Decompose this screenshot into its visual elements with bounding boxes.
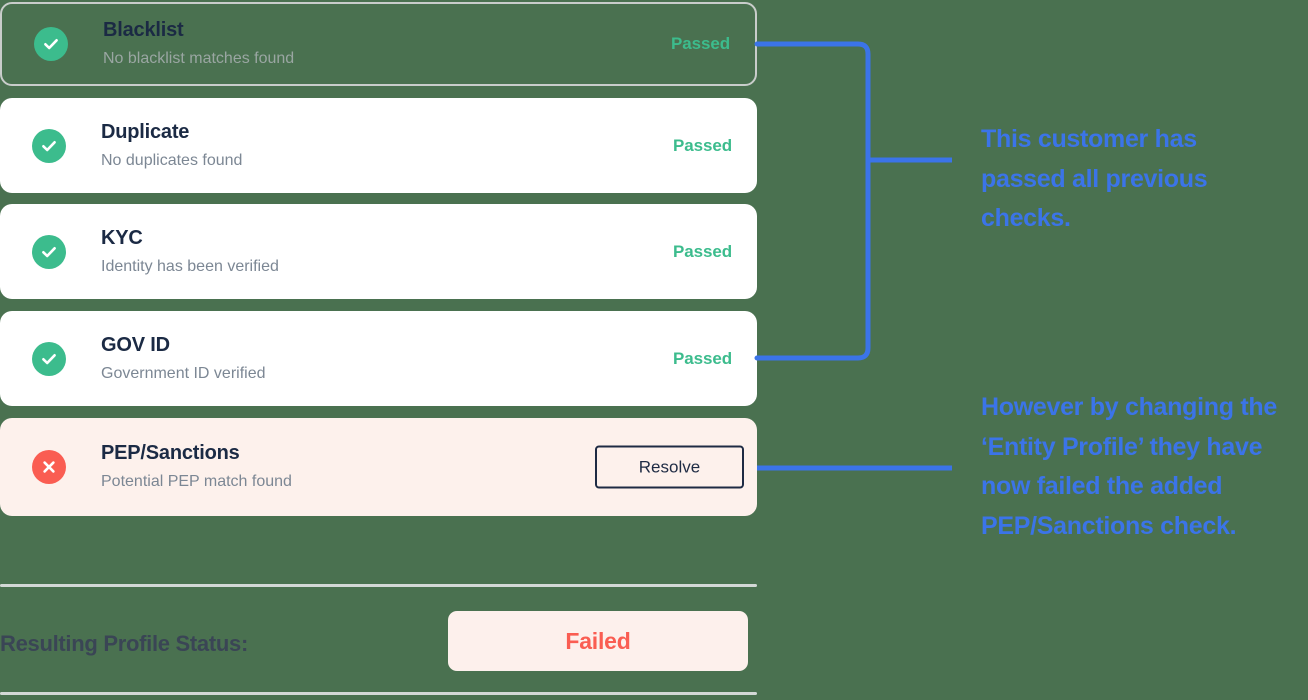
status-badge: Passed <box>673 241 732 261</box>
check-title: PEP/Sanctions <box>101 442 240 465</box>
resolve-button[interactable]: Resolve <box>595 445 744 489</box>
check-subtitle: No blacklist matches found <box>103 50 295 68</box>
check-title: Duplicate <box>101 120 190 143</box>
check-text-group: Blacklist No blacklist matches found <box>103 18 294 70</box>
annotation-passed-checks: This customer has passed all previous ch… <box>981 125 1208 232</box>
footer-divider-top <box>0 584 757 587</box>
check-text-group: Duplicate No duplicates found <box>101 120 242 172</box>
check-circle-icon <box>34 27 68 61</box>
check-title: KYC <box>101 226 143 249</box>
check-card-gov-id[interactable]: GOV ID Government ID verified Passed <box>0 311 757 406</box>
check-subtitle: No duplicates found <box>101 151 243 169</box>
check-circle-icon <box>32 234 66 269</box>
check-circle-icon <box>32 341 66 376</box>
check-subtitle: Potential PEP match found <box>101 473 292 491</box>
status-badge: Passed <box>673 348 732 368</box>
check-card-kyc[interactable]: KYC Identity has been verified Passed <box>0 204 757 299</box>
check-card-pep-sanctions[interactable]: PEP/Sanctions Potential PEP match found … <box>0 418 757 516</box>
bracket-passed-checks <box>754 41 871 361</box>
check-card-blacklist[interactable]: Blacklist No blacklist matches found Pas… <box>0 2 757 86</box>
check-title: Blacklist <box>103 19 184 42</box>
x-circle-icon <box>32 450 66 484</box>
annotation-failed-check: However by changing the ‘Entity Profile’… <box>981 393 1277 540</box>
check-text-group: PEP/Sanctions Potential PEP match found <box>101 441 292 493</box>
check-card-duplicate[interactable]: Duplicate No duplicates found Passed <box>0 98 757 193</box>
resulting-profile-status-badge: Failed <box>448 611 748 671</box>
footer-divider-bottom <box>0 692 757 695</box>
check-text-group: GOV ID Government ID verified <box>101 333 266 385</box>
resulting-profile-status-row: Resulting Profile Status: Failed <box>0 600 757 688</box>
status-badge: Passed <box>673 135 732 155</box>
resulting-profile-status-label: Resulting Profile Status: <box>0 631 248 656</box>
check-text-group: KYC Identity has been verified <box>101 226 279 278</box>
status-badge: Passed <box>671 34 730 53</box>
check-subtitle: Government ID verified <box>101 364 266 382</box>
check-circle-icon <box>32 128 66 163</box>
check-subtitle: Identity has been verified <box>101 257 279 275</box>
check-title: GOV ID <box>101 333 170 356</box>
